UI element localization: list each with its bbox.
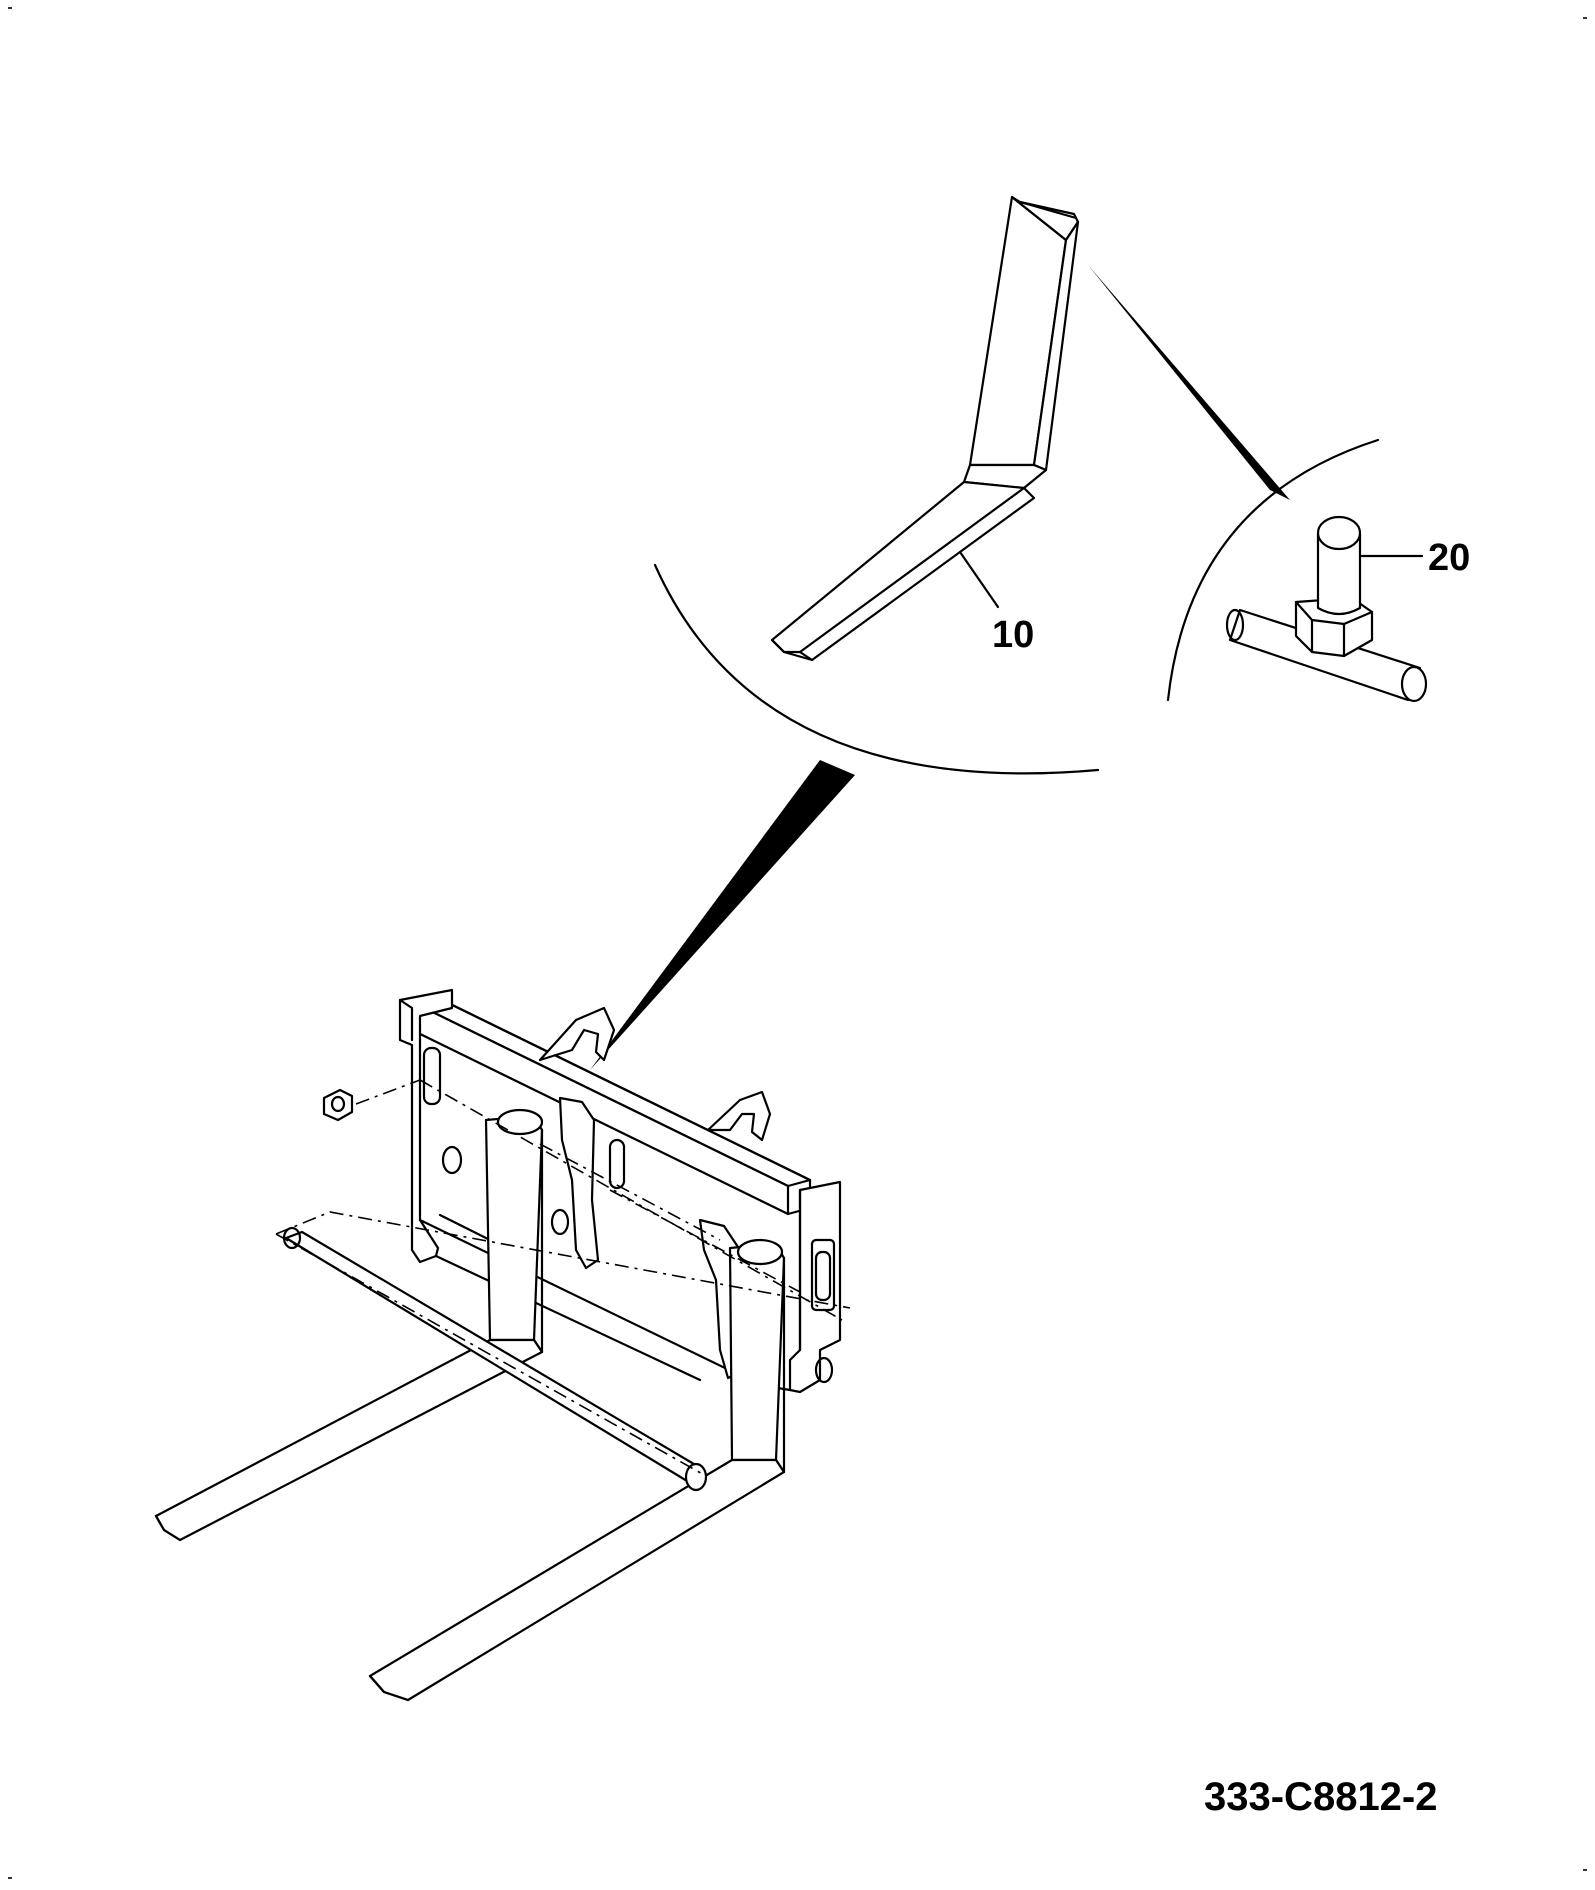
pin-detail-circle — [1166, 438, 1380, 702]
fork-callout-label: 10 — [992, 614, 1034, 656]
fork-part-10 — [770, 195, 1080, 662]
pin-part-20 — [1225, 515, 1428, 703]
fork-carriage-assembly — [154, 988, 851, 1702]
nut — [322, 1088, 354, 1122]
fork-detail-leader — [590, 760, 855, 1070]
pin-detail-leader — [1088, 265, 1290, 500]
corner-marks — [8, 7, 1587, 1879]
pin-callout-label: 20 — [1428, 537, 1470, 579]
fork-detail-circle — [653, 563, 1100, 775]
drawing-number: 333-C8812-2 — [1204, 1775, 1438, 1819]
fork-callout-leader — [958, 550, 1000, 609]
